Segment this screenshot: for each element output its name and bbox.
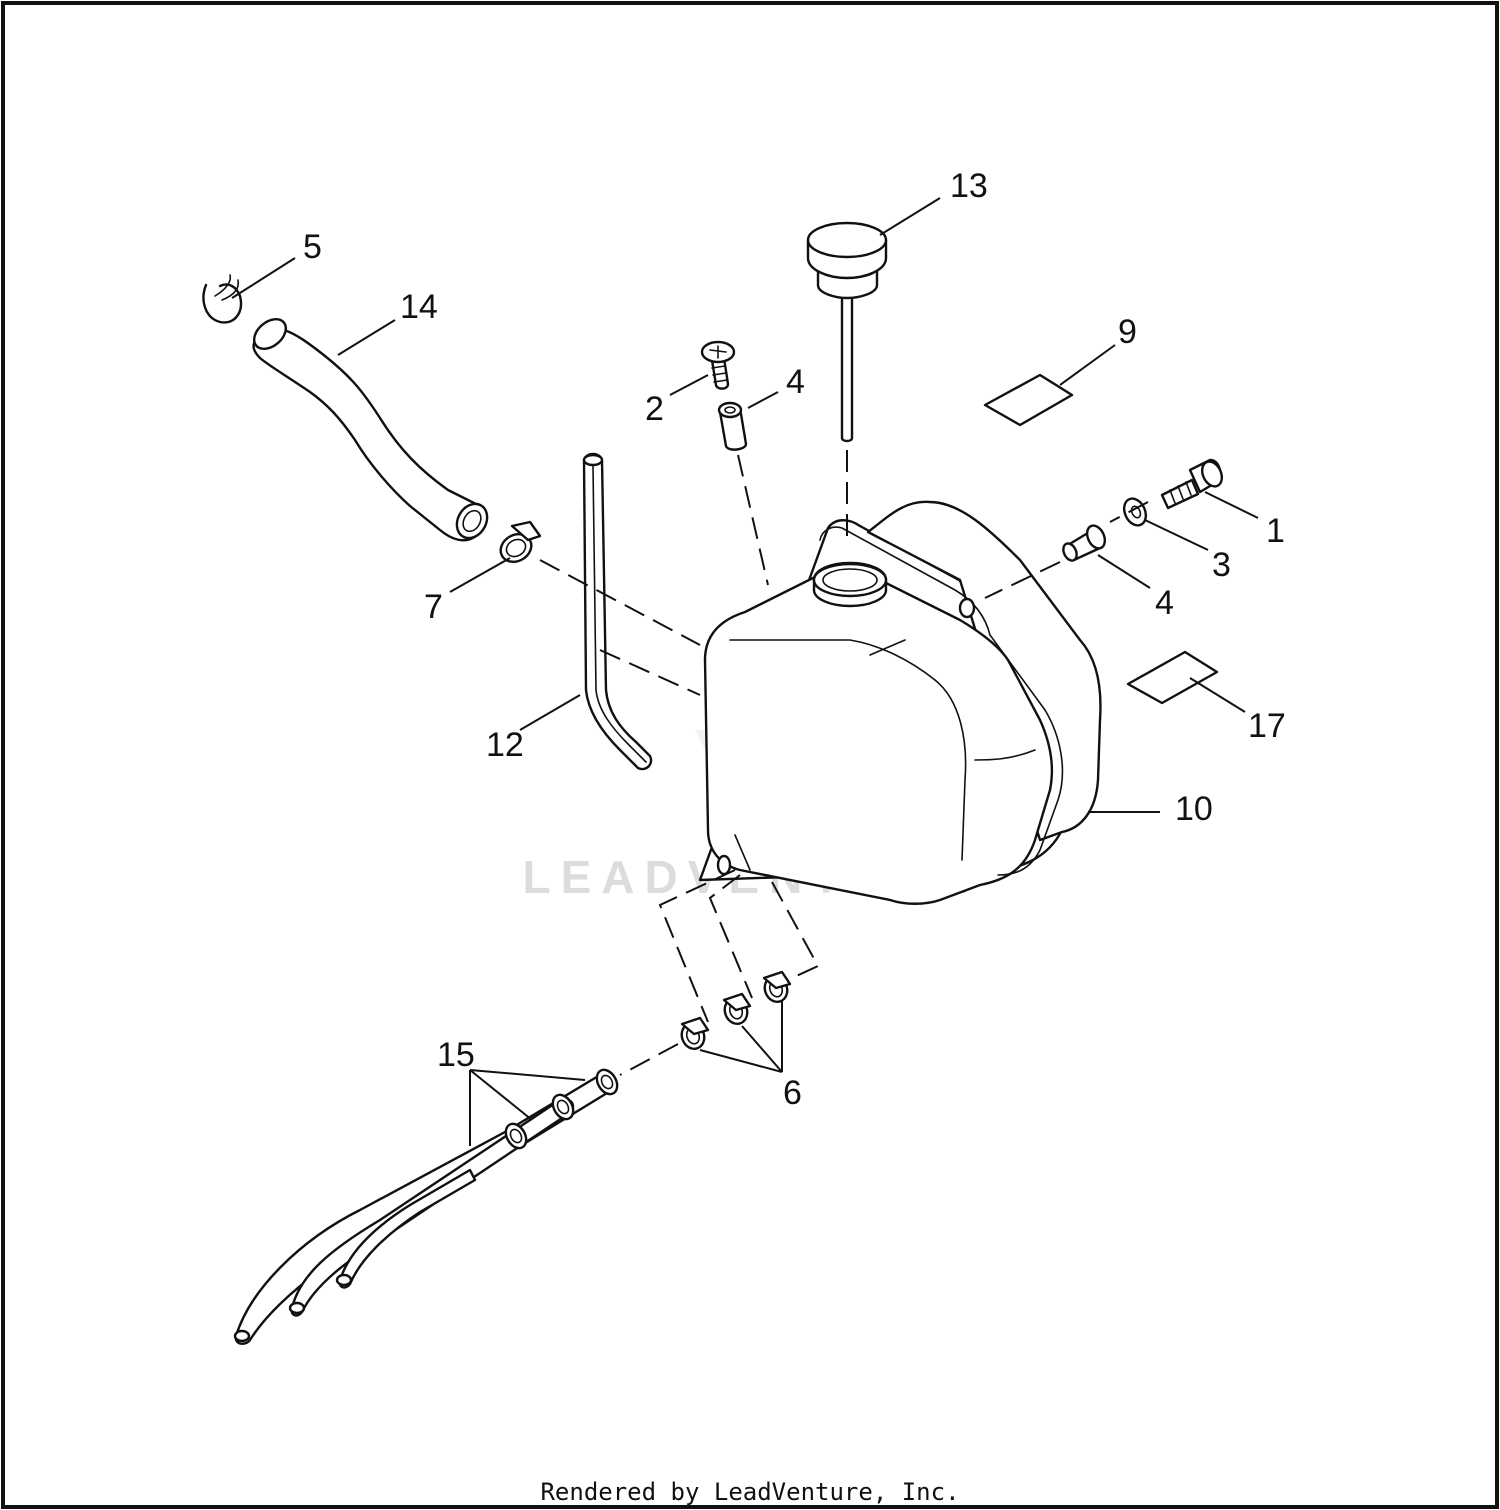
assembly-lines [539, 450, 1149, 1076]
oil-tank [698, 500, 1102, 905]
callout-14: 14 [400, 288, 438, 326]
callout-4-upper: 4 [786, 363, 805, 401]
callout-3: 3 [1212, 546, 1231, 584]
hose-clamps-6 [680, 970, 792, 1050]
hose-clip [202, 274, 243, 324]
callout-5: 5 [303, 228, 322, 266]
callouts: 1 2 3 4 4 5 6 7 9 10 12 13 14 15 17 [303, 167, 1286, 1112]
oil-lines-15 [233, 1068, 619, 1345]
callout-13: 13 [950, 167, 988, 205]
spacer-4-upper [717, 401, 748, 451]
washer-3 [1122, 497, 1148, 527]
callout-9: 9 [1118, 313, 1137, 351]
callout-7: 7 [424, 588, 443, 626]
decal-17 [1126, 650, 1219, 705]
callout-10: 10 [1175, 790, 1213, 828]
callout-12: 12 [486, 726, 524, 764]
return-hose [582, 452, 653, 771]
leader-lines [231, 197, 1259, 1146]
callout-2: 2 [645, 390, 664, 428]
spacer-4-right [1062, 524, 1107, 562]
vent-hose [252, 318, 489, 542]
callout-1: 1 [1266, 512, 1285, 550]
decal-9 [983, 373, 1074, 427]
hose-clamp-7 [499, 520, 542, 564]
callout-17: 17 [1248, 707, 1286, 745]
bolt-1 [1160, 458, 1224, 510]
callout-4-right: 4 [1155, 584, 1174, 622]
callout-15: 15 [437, 1036, 475, 1074]
dipstick-cap [806, 221, 888, 443]
render-credit: Rendered by LeadVenture, Inc. [540, 1478, 959, 1506]
screw-2 [700, 340, 736, 390]
callout-6: 6 [783, 1074, 802, 1112]
